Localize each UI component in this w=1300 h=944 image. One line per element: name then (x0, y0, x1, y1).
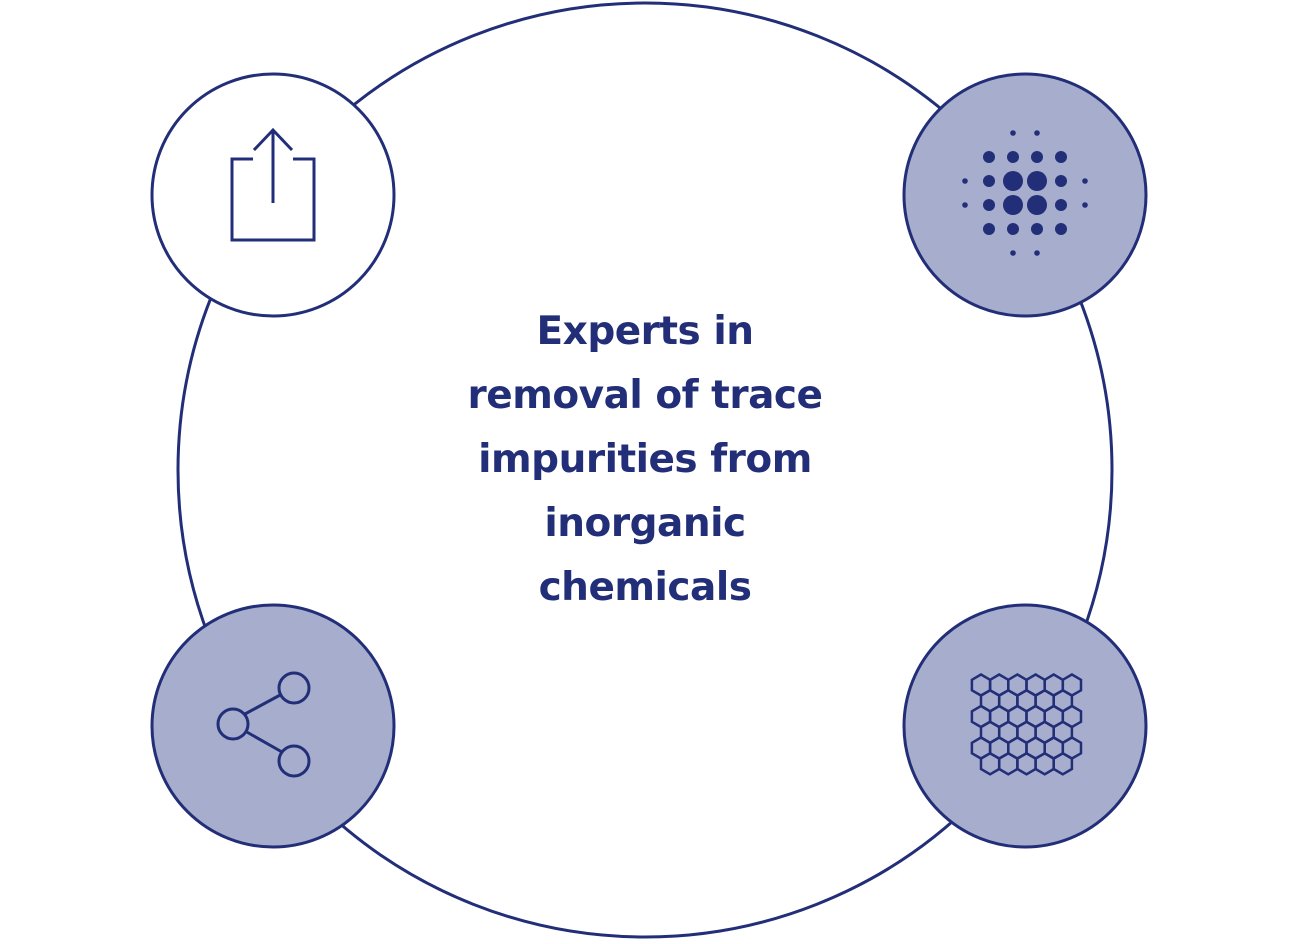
dot (983, 151, 995, 163)
center-line: removal of trace (467, 373, 823, 418)
node-circle (150, 603, 396, 849)
node-bottom-right (902, 603, 1148, 849)
center-line: Experts in (536, 309, 754, 354)
dot (1027, 171, 1047, 191)
dot (1055, 223, 1067, 235)
dot (983, 223, 995, 235)
dot (1082, 202, 1088, 208)
center-line: chemicals (538, 565, 752, 610)
hexagon-lattice-icon (970, 673, 1083, 776)
share-network-icon (216, 671, 311, 778)
dot (1034, 130, 1040, 136)
dot (1010, 130, 1016, 136)
share-upload-icon (230, 127, 316, 242)
dot (1055, 151, 1067, 163)
dot (1003, 171, 1023, 191)
center-line: inorganic (544, 501, 746, 546)
dot (1003, 195, 1023, 215)
center-line: impurities from (478, 437, 812, 482)
node-top-left (150, 72, 396, 318)
dot (1034, 250, 1040, 256)
dot (1055, 199, 1067, 211)
dot (1031, 223, 1043, 235)
hexagon-cell (1052, 751, 1074, 776)
dot (1055, 175, 1067, 187)
node-top-right (902, 72, 1148, 318)
dot (983, 175, 995, 187)
dot (983, 199, 995, 211)
main-circle (176, 1, 1114, 939)
dot (962, 178, 968, 184)
dot (962, 202, 968, 208)
node-bottom-left (150, 603, 396, 849)
center-label: Experts in removal of trace impurities f… (445, 300, 845, 620)
dot (1031, 151, 1043, 163)
dot (1007, 151, 1019, 163)
dot (1082, 178, 1088, 184)
dot-matrix-icon (962, 130, 1088, 256)
node-circle (902, 603, 1148, 849)
dot (1010, 250, 1016, 256)
dot (1027, 195, 1047, 215)
dot (1007, 223, 1019, 235)
node-circle (902, 72, 1148, 318)
